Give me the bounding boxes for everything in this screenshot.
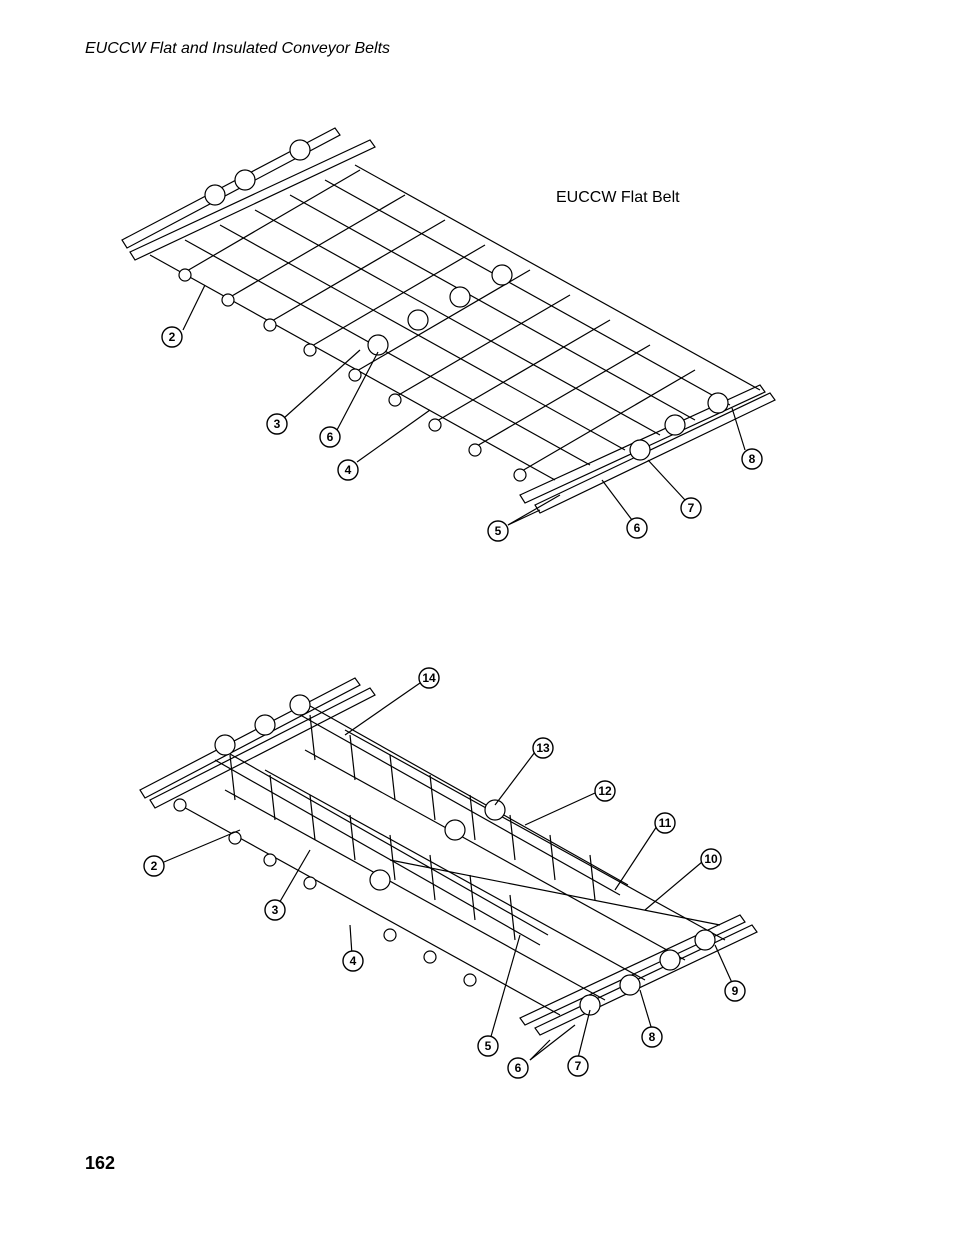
callout-12: 12 bbox=[598, 784, 612, 798]
page-number: 162 bbox=[85, 1153, 116, 1173]
callout-6: 6 bbox=[327, 430, 334, 444]
callout-5b: 5 bbox=[485, 1039, 492, 1053]
flat-belt-illustration: 2 3 6 4 5 6 7 8 bbox=[121, 127, 776, 542]
callout-2b: 2 bbox=[151, 859, 158, 873]
callout-2: 2 bbox=[169, 330, 176, 344]
callout-3: 3 bbox=[274, 417, 281, 431]
callout-10: 10 bbox=[704, 852, 718, 866]
callout-13: 13 bbox=[536, 741, 550, 755]
callout-4b: 4 bbox=[350, 954, 357, 968]
callout-6c: 6 bbox=[515, 1061, 522, 1075]
callout-4: 4 bbox=[345, 463, 352, 477]
callout-3b: 3 bbox=[272, 903, 279, 917]
callout-7b: 7 bbox=[575, 1059, 582, 1073]
callout-8: 8 bbox=[749, 452, 756, 466]
callout-14: 14 bbox=[422, 671, 436, 685]
callout-7: 7 bbox=[688, 501, 695, 515]
callout-8b: 8 bbox=[649, 1030, 656, 1044]
callout-6b: 6 bbox=[634, 521, 641, 535]
callout-5: 5 bbox=[495, 524, 502, 538]
callout-9: 9 bbox=[732, 984, 739, 998]
page-header-title: EUCCW Flat and Insulated Conveyor Belts bbox=[85, 40, 391, 57]
callout-11: 11 bbox=[659, 816, 672, 830]
figure1-caption: EUCCW Flat Belt bbox=[556, 189, 680, 206]
